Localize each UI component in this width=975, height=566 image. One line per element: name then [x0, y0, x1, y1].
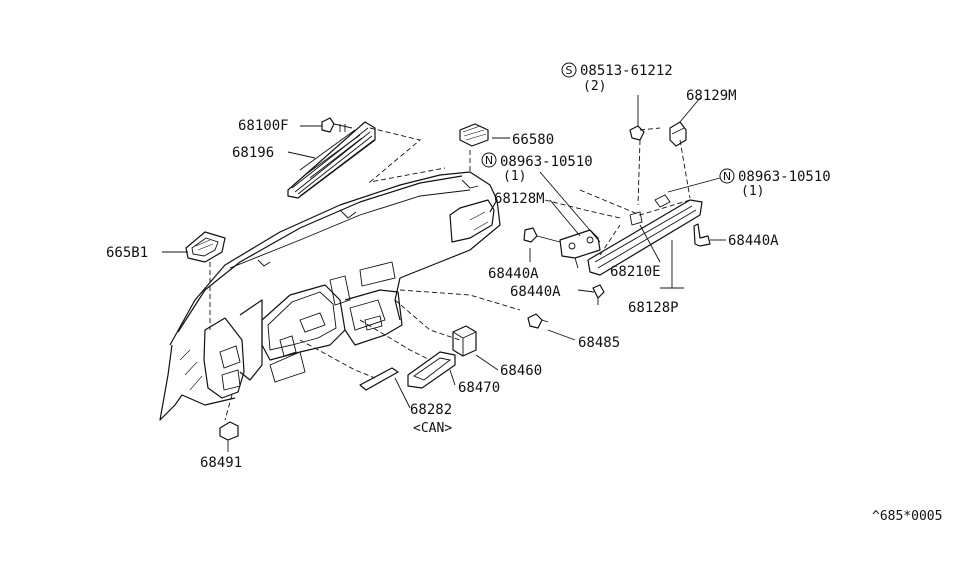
svg-text:N: N: [723, 170, 731, 183]
label-68485: 68485: [578, 335, 620, 351]
assembly-lines: [209, 127, 691, 421]
bolt-68440A-center: [592, 284, 605, 305]
label-66580: 66580: [512, 132, 554, 148]
bolt-68440A-right: [693, 223, 711, 247]
nut-symbol-1: N: [481, 152, 497, 168]
diagram-reference-code: ^685*0005: [872, 509, 942, 524]
duct-68460: [452, 325, 477, 357]
label-665B1: 665B1: [106, 245, 148, 261]
label-screw-part: 08513-61212: [580, 63, 673, 79]
part-labels: 08513-61212 (2) 68129M 68100F 68196 6658…: [106, 63, 942, 524]
bracket-68129M: [669, 121, 687, 147]
screw-08513: [629, 95, 645, 141]
label-68129M: 68129M: [686, 88, 737, 104]
defroster-grille-68196: [287, 121, 376, 199]
label-68282-note: <CAN>: [413, 421, 452, 436]
label-68440A-right: 68440A: [728, 233, 779, 249]
cap-68491: [219, 421, 239, 441]
leader-lines: [162, 97, 726, 452]
clip-68100F: [321, 117, 353, 133]
label-68460: 68460: [500, 363, 542, 379]
label-68196: 68196: [232, 145, 274, 161]
speaker-grille-665B1: [185, 231, 226, 263]
svg-text:S: S: [566, 64, 573, 77]
strip-68282: [359, 367, 399, 391]
label-68470: 68470: [458, 380, 500, 396]
svg-text:N: N: [485, 154, 493, 167]
label-nut-part-1: 08963-10510: [500, 154, 593, 170]
sensor-grille-66580: [459, 123, 489, 147]
bolt-68440A-left: [523, 227, 561, 243]
screw-symbol: S: [561, 62, 577, 78]
label-nut-qty-2: (1): [741, 184, 764, 199]
label-68282: 68282: [410, 402, 452, 418]
label-screw-qty: (2): [583, 79, 606, 94]
label-68128M: 68128M: [494, 191, 545, 207]
label-68128P: 68128P: [628, 300, 679, 316]
lower-panel-68128P: [587, 194, 703, 276]
label-68440A-left: 68440A: [488, 266, 539, 282]
bezel-68470: [407, 351, 456, 389]
label-68100F: 68100F: [238, 118, 289, 134]
label-68491: 68491: [200, 455, 242, 471]
label-nut-part-2: 08963-10510: [738, 169, 831, 185]
clip-68485: [527, 313, 549, 329]
label-68210E: 68210E: [610, 264, 661, 280]
label-68440A-center: 68440A: [510, 284, 561, 300]
nut-symbol-2: N: [719, 168, 735, 184]
instrument-panel: [159, 171, 501, 421]
label-nut-qty-1: (1): [503, 169, 526, 184]
